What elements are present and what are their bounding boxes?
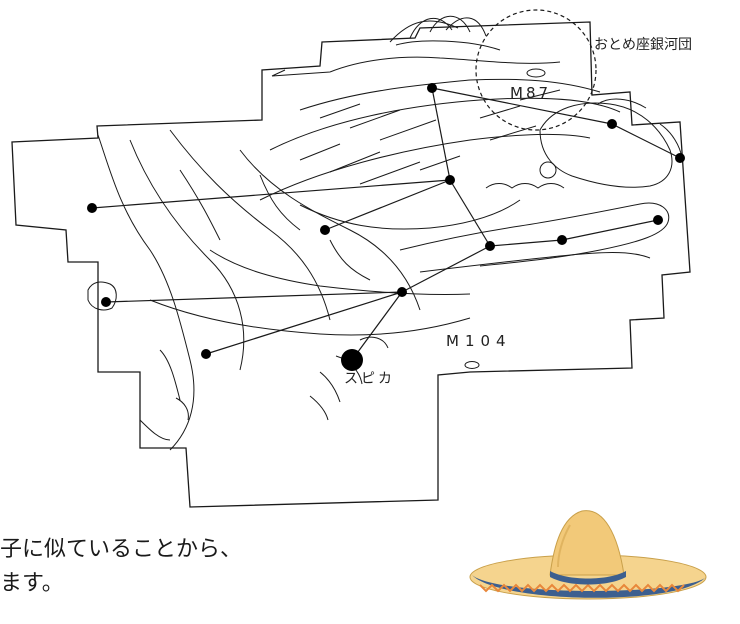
star (101, 297, 111, 307)
star (445, 175, 455, 185)
spica-label: スピカ (344, 371, 395, 387)
caption-line-2: ます。 (0, 571, 64, 596)
stars (87, 83, 685, 371)
m87-galaxy-marker (526, 68, 546, 78)
virgo-cluster-label: おとめ座銀河団 (594, 37, 692, 53)
m104-galaxy-marker (464, 361, 480, 369)
star (485, 241, 495, 251)
virgo-cluster-circle (475, 9, 597, 131)
caption-line-1: 子に似ていることから、 (0, 537, 243, 562)
star (675, 153, 685, 163)
star (427, 83, 437, 93)
spica-star (341, 349, 363, 371)
constellation-boundary (11, 21, 691, 508)
star (201, 349, 211, 359)
star (653, 215, 663, 225)
sombrero-hat-icon (458, 505, 708, 619)
star (87, 203, 97, 213)
star (320, 225, 330, 235)
star (397, 287, 407, 297)
m87-label: M87 (510, 84, 552, 102)
m104-label: M104 (446, 332, 512, 350)
maiden-figure-sketch (87, 15, 683, 451)
star (607, 119, 617, 129)
star (557, 235, 567, 245)
asterism-lines (91, 87, 681, 361)
